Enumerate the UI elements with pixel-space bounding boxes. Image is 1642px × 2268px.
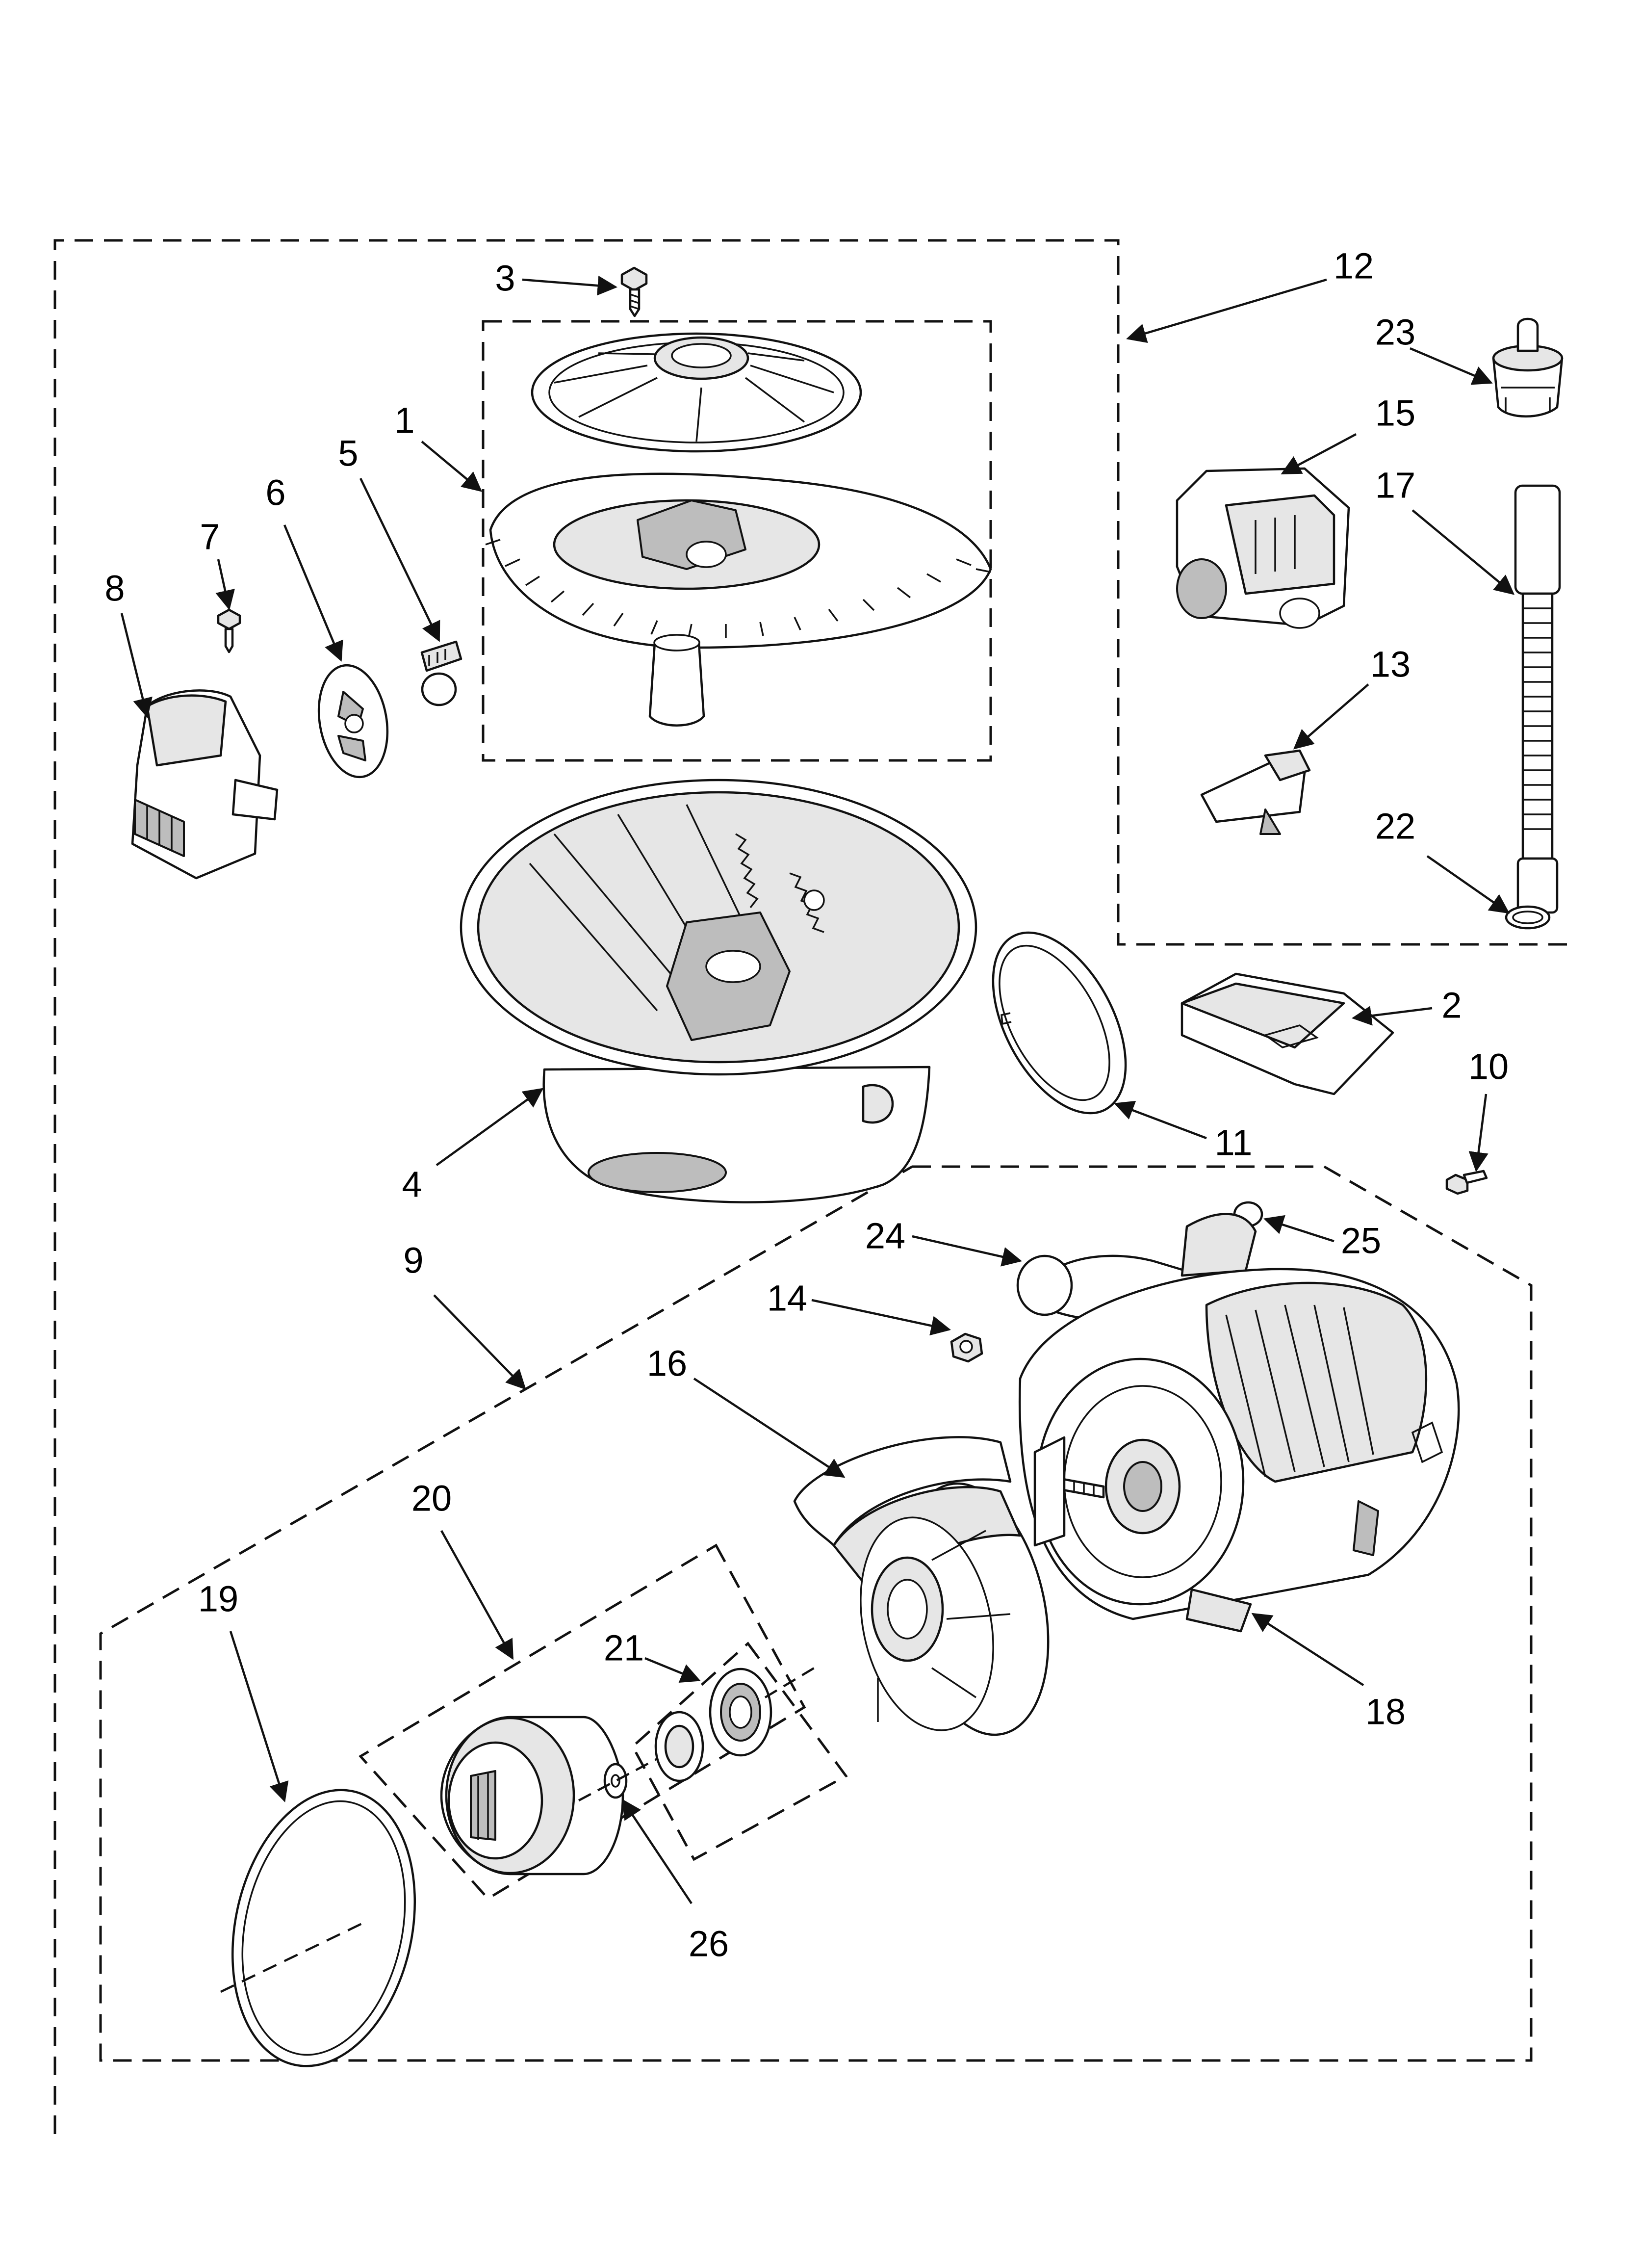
part-valve-15	[1176, 467, 1350, 629]
leader-13	[1293, 683, 1369, 750]
part-chopper-6	[317, 664, 389, 779]
part-screw-3	[620, 266, 648, 317]
callout-20: 20	[411, 1478, 452, 1519]
callout-19: 19	[198, 1579, 238, 1619]
part-nut-14	[950, 1332, 983, 1363]
leader-7	[215, 559, 235, 610]
leader-25	[1263, 1215, 1334, 1243]
part-clip-5	[420, 640, 462, 706]
part-motor-18	[1016, 1213, 1460, 1633]
part-washer-26	[603, 1763, 628, 1799]
seal-subkit-outline	[631, 1642, 848, 1861]
callout-18: 18	[1365, 1692, 1406, 1732]
callout-10: 10	[1468, 1046, 1509, 1087]
leader-16	[693, 1378, 846, 1478]
callout-3: 3	[495, 258, 515, 299]
part-oring-19	[220, 1789, 416, 2067]
callout-2: 2	[1441, 985, 1462, 1026]
part-hose-17	[1514, 484, 1561, 914]
group-outlines	[53, 239, 1577, 2134]
seal-kit-outline	[359, 1543, 806, 1901]
leader-4	[436, 1088, 544, 1166]
callout-5: 5	[338, 433, 358, 474]
leader-11	[1114, 1100, 1207, 1140]
part-sump-4	[460, 779, 977, 1203]
part-housing-8	[131, 689, 279, 880]
callout-11: 11	[1215, 1122, 1253, 1163]
filter-assembly-outline	[482, 320, 992, 762]
callout-17: 17	[1375, 465, 1415, 506]
leader-5	[359, 478, 440, 642]
callout-4: 4	[402, 1164, 422, 1205]
part-sensor-23	[1492, 317, 1564, 417]
leader-24	[912, 1235, 1022, 1267]
leader-3	[522, 275, 618, 296]
leader-22	[1426, 855, 1510, 914]
callout-9: 9	[403, 1240, 423, 1281]
callout-12: 12	[1334, 246, 1374, 287]
leader-15	[1281, 433, 1357, 474]
part-screw-7	[217, 608, 241, 653]
leader-6	[283, 524, 343, 662]
part-clamp-22	[1505, 905, 1551, 930]
callout-8: 8	[104, 568, 125, 609]
leader-18	[1251, 1613, 1364, 1686]
callout-15: 15	[1375, 393, 1415, 434]
leader-12	[1126, 278, 1327, 343]
part-screw-10	[1445, 1170, 1488, 1195]
leader-10	[1468, 1094, 1488, 1173]
callout-25: 25	[1341, 1221, 1381, 1261]
callout-21: 21	[604, 1628, 644, 1668]
main-assembly-outline	[53, 239, 1577, 2134]
part-seal-21	[578, 1667, 815, 1801]
part-gasket-11	[992, 931, 1127, 1115]
callout-14: 14	[767, 1278, 807, 1319]
callout-7: 7	[200, 517, 220, 557]
leader-14	[811, 1299, 951, 1336]
motor-group-outline	[99, 1165, 1533, 2062]
callout-labels: 1 2 3 4 5 6 7 8 9 10 11 12 13 14 15 16 1…	[104, 246, 1509, 1964]
callout-1: 1	[394, 400, 414, 441]
leader-26	[621, 1799, 693, 1904]
part-filter-assembly-1	[485, 332, 992, 727]
leader-2	[1351, 1006, 1433, 1026]
leader-8	[120, 613, 153, 718]
callout-16: 16	[647, 1343, 687, 1384]
leader-lines	[120, 275, 1515, 1904]
leader-19	[229, 1631, 289, 1802]
part-bracket-13	[1200, 749, 1311, 835]
part-impeller-housing-16	[793, 1436, 1050, 1736]
leader-17	[1411, 509, 1515, 595]
leader-9	[433, 1294, 526, 1390]
leader-23	[1410, 347, 1493, 385]
callout-13: 13	[1370, 644, 1411, 685]
part-seal-housing-20	[440, 1716, 624, 1876]
part-cover-2	[1180, 972, 1394, 1095]
callout-22: 22	[1375, 806, 1415, 847]
callout-6: 6	[265, 472, 285, 513]
callout-26: 26	[689, 1924, 729, 1964]
leader-20	[440, 1530, 513, 1660]
leader-1	[421, 441, 483, 492]
callout-24: 24	[865, 1216, 905, 1256]
callout-23: 23	[1375, 312, 1415, 353]
leader-21	[644, 1657, 701, 1683]
